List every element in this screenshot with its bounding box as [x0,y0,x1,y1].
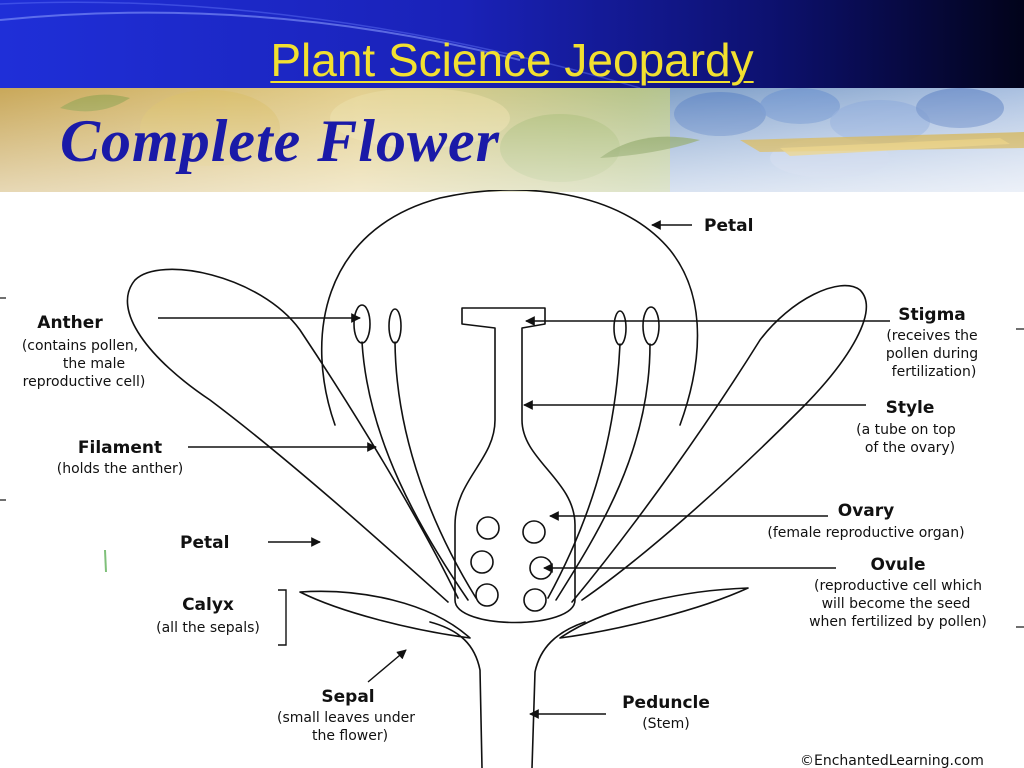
label-anther-desc-2: the male [63,356,125,372]
title-band [0,0,1024,88]
pointer-sepal [367,649,407,683]
label-ovule-desc-1: (reproductive cell which [814,578,982,594]
right-sepal-outline [559,587,749,639]
right-anther-outer [642,306,660,346]
label-petal-left: Petal [180,533,229,553]
label-style-desc-1: (a tube on top [856,422,956,438]
label-sepal: Sepal [321,687,374,707]
label-calyx: Calyx [182,595,234,615]
left-filament-inner [394,341,477,599]
label-anther-desc-3: reproductive cell) [23,374,146,390]
top-petal-outline [320,190,699,426]
label-ovary-desc: (female reproductive organ) [767,525,964,541]
left-sepal-outline [299,590,471,639]
label-petal-top: Petal [704,216,753,236]
left-petal-outline [126,268,459,603]
label-stigma-desc-3: fertilization) [892,364,977,380]
left-filament-outer [361,341,469,601]
left-anther-outer [353,304,371,344]
label-sepal-desc-2: the flower) [312,728,388,744]
label-ovule-desc-3: when fertilized by pollen) [809,614,987,630]
label-peduncle-desc: (Stem) [642,716,690,732]
diagram-heading: Complete Flower [60,108,500,174]
label-style-desc-2: of the ovary) [865,440,955,456]
label-stigma: Stigma [898,305,966,325]
label-anther-desc-1: (contains pollen, [22,338,138,354]
right-petal-outline [571,284,868,603]
label-style: Style [886,398,935,418]
flower-diagram: Petal Anther (contains pollen, the male … [0,190,1024,768]
ovule-5 [475,583,499,607]
right-anther-inner [613,310,627,346]
label-filament-desc: (holds the anther) [57,461,184,477]
label-ovule-desc-2: will become the seed [822,596,971,612]
ovule-2 [522,520,546,544]
label-stigma-desc-2: pollen during [886,346,978,362]
label-filament: Filament [78,438,162,458]
receptacle-outline-right [531,621,586,768]
label-sepal-desc-1: (small leaves under [277,710,415,726]
photo-banner [0,88,1024,192]
pistil-outline [454,307,576,624]
label-anther: Anther [37,313,103,333]
petal-edge-mark [104,549,107,573]
label-ovary: Ovary [838,501,894,521]
right-filament-outer [555,343,651,601]
label-ovule: Ovule [871,555,926,575]
left-anther-inner [388,308,402,344]
right-filament-inner [547,343,621,599]
slide-title: Plant Science Jeopardy [270,34,754,86]
credit-text: ©EnchantedLearning.com [800,753,984,768]
label-peduncle: Peduncle [622,693,710,713]
photo-banner-collage [0,88,1024,192]
receptacle-outline [429,621,483,768]
label-stigma-desc-1: (receives the [886,328,977,344]
ovule-1 [476,516,500,540]
ovule-3 [470,550,494,574]
label-calyx-desc: (all the sepals) [156,620,260,636]
ovule-6 [523,588,547,612]
calyx-bracket [278,589,287,646]
